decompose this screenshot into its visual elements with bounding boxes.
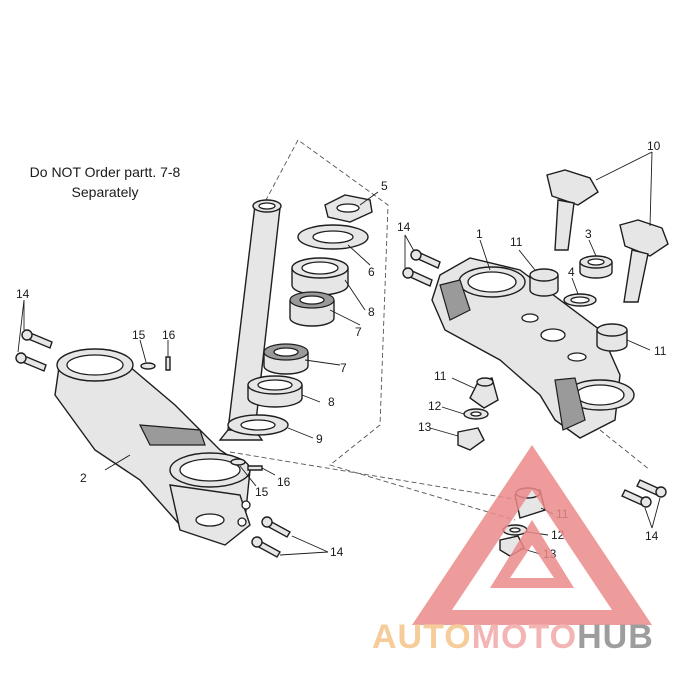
bolts-14-lower-clamp [251, 516, 291, 558]
rubber-bush-11-a [529, 268, 559, 297]
label-part-7-lower: 7 [340, 361, 347, 375]
label-part-9: 9 [316, 432, 323, 446]
automotohub-watermark: AUTOMOTOHUB [372, 445, 654, 656]
watermark-auto: AUTO [372, 618, 472, 656]
label-part-15-lower: 15 [255, 485, 269, 499]
leader-lines [17, 151, 661, 556]
label-part-10: 10 [647, 139, 661, 153]
watermark-triangle-inner [490, 520, 574, 588]
label-part-11-mid: 11 [434, 369, 447, 383]
rubber-bush-11-c [469, 377, 499, 409]
label-part-4: 4 [568, 265, 575, 279]
label-part-15-upper: 15 [132, 328, 146, 342]
label-part-1: 1 [476, 227, 483, 241]
label-part-11-upper-right: 11 [654, 344, 667, 358]
label-part-11-upper-left: 11 [510, 235, 523, 249]
watermark-hub: HUB [577, 618, 654, 656]
svg-text:AUTOMOTOHUB: AUTOMOTOHUB [372, 618, 654, 656]
label-part-14-left: 14 [16, 287, 30, 301]
order-note-line1: Do NOT Order partt. 7-8 [29, 164, 181, 180]
upper-triple-clamp [431, 257, 635, 439]
bolts-14-right [621, 479, 667, 508]
label-part-16-lower: 16 [277, 475, 291, 489]
label-part-12-mid: 12 [428, 399, 442, 413]
label-part-3: 3 [585, 227, 592, 241]
nut-13-a [457, 427, 485, 451]
washer-12-a [463, 408, 489, 420]
screw-15-16-lower [230, 458, 263, 471]
bolts-14-upper-clamp [402, 249, 441, 287]
label-part-8-lower: 8 [328, 395, 335, 409]
label-part-14-right: 14 [645, 529, 659, 543]
label-part-14-upper-clamp: 14 [397, 220, 411, 234]
label-part-6: 6 [368, 265, 375, 279]
order-note-line2: Separately [71, 184, 139, 200]
washer-12-b [502, 524, 528, 536]
bearing-stack [227, 194, 373, 436]
bush-nut-3 [579, 255, 613, 279]
handlebar-clamp-right [619, 219, 669, 303]
order-note: Do NOT Order partt. 7-8 Separately [10, 162, 200, 202]
assembly-guide-lines [229, 139, 651, 521]
label-part-13-mid: 13 [418, 420, 432, 434]
screw-15-16-upper [140, 356, 171, 371]
bolts-14-left-top [15, 329, 53, 372]
watermark-moto: MOTO [472, 618, 577, 656]
lower-triple-clamp [54, 348, 251, 546]
callout-labels: 1 2 3 4 5 6 7 7 8 8 9 10 11 11 11 11 12 … [16, 139, 667, 561]
watermark-triangle [412, 445, 652, 625]
label-part-14-lower-clamp: 14 [330, 545, 344, 559]
handlebar-clamp-left [546, 169, 599, 251]
label-part-2: 2 [80, 471, 87, 485]
label-part-7-upper: 7 [355, 325, 362, 339]
rubber-bush-11-b [596, 323, 628, 352]
label-part-5: 5 [381, 179, 388, 193]
washer-4 [563, 293, 597, 307]
label-part-8-upper: 8 [368, 305, 375, 319]
label-part-16-upper: 16 [162, 328, 176, 342]
